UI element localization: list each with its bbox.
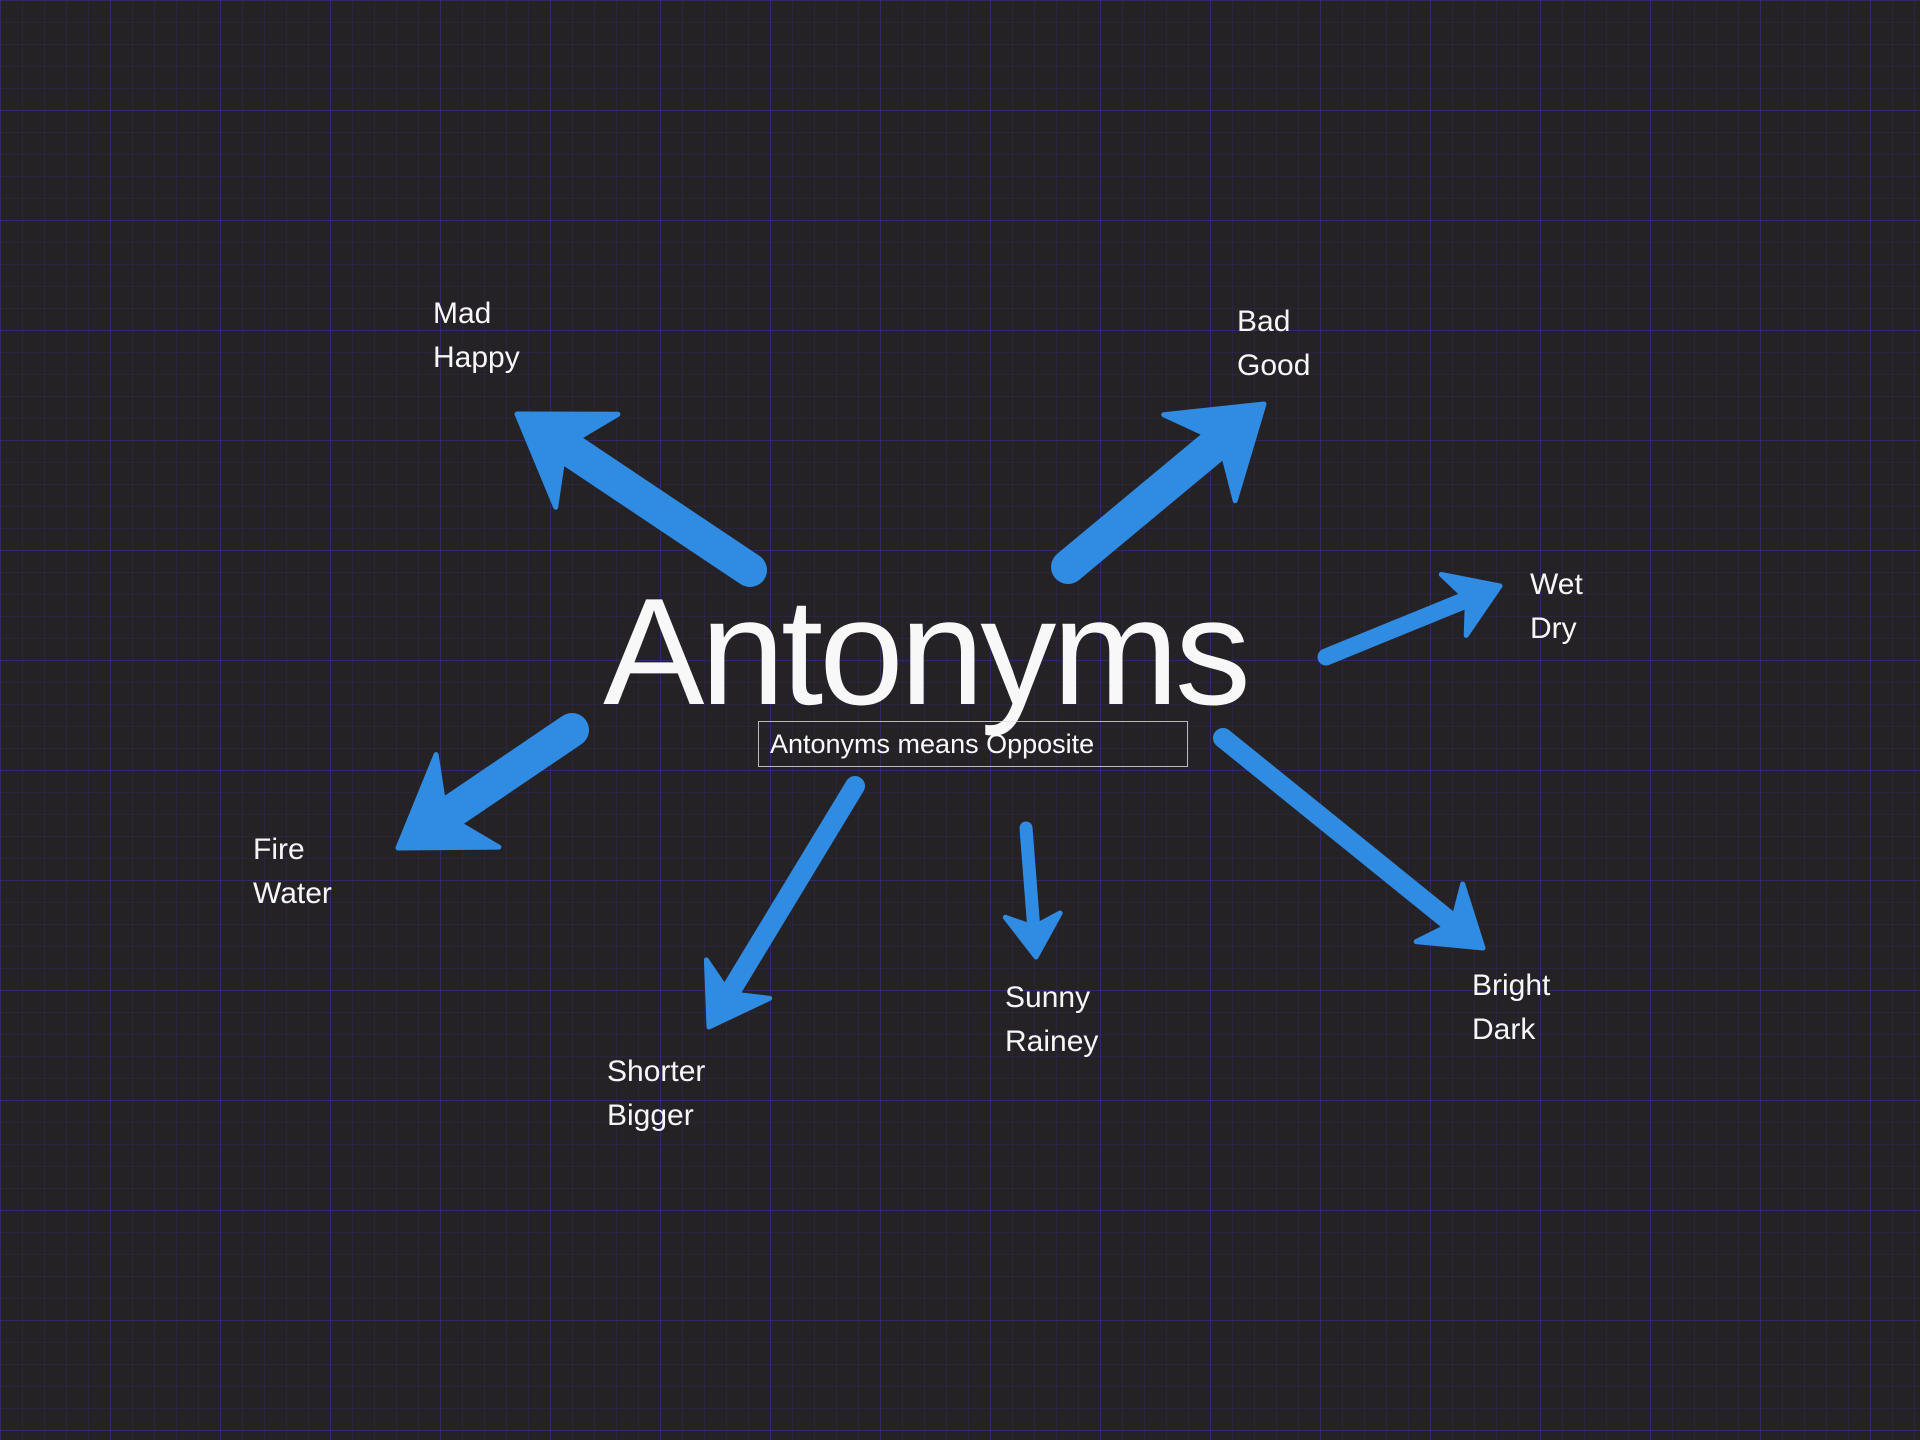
node-label-line: Good: [1237, 349, 1311, 382]
arrow-shaft: [1213, 728, 1459, 931]
node-label-line: Bad: [1237, 305, 1291, 338]
arrow-shaft: [554, 433, 767, 587]
arrow-head-icon: [395, 752, 502, 851]
arrow-shaft: [1019, 821, 1040, 931]
node-label-line: Wet: [1530, 568, 1583, 601]
connector-arrow-to-fire-water[interactable]: [395, 713, 589, 851]
node-label-line: Shorter: [607, 1055, 706, 1088]
arrow-shaft: [435, 713, 589, 829]
arrow-head-icon: [1413, 881, 1486, 951]
note-text: Antonyms means Opposite: [770, 728, 1095, 759]
arrow-shaft: [721, 776, 865, 1000]
central-topic-antonyms[interactable]: Antonyms: [603, 567, 1251, 737]
node-label-line: Fire: [253, 833, 305, 866]
arrow-head-icon: [703, 957, 773, 1030]
node-label-line: Rainey: [1005, 1025, 1099, 1058]
arrow-shaft: [1317, 592, 1473, 666]
node-label-line: Bright: [1472, 969, 1551, 1002]
connector-arrow-to-bad-good[interactable]: [1051, 401, 1267, 584]
connector-arrow-to-shorter-bigger[interactable]: [703, 776, 865, 1030]
note-box[interactable]: Antonyms means Opposite: [758, 721, 1188, 767]
node-label-line: Mad: [433, 297, 492, 330]
connector-arrow-to-sunny-rainey[interactable]: [1002, 821, 1063, 960]
connector-arrow-to-bright-dark[interactable]: [1213, 728, 1486, 951]
connector-arrow-to-mad-happy[interactable]: [514, 411, 767, 587]
arrow-shaft: [1051, 428, 1231, 584]
arrow-head-icon: [1438, 571, 1503, 638]
arrow-head-icon: [1161, 401, 1267, 504]
node-label-line: Sunny: [1005, 981, 1091, 1014]
node-label-line: Happy: [433, 341, 520, 374]
connector-arrow-to-wet-dry[interactable]: [1317, 571, 1503, 666]
node-label-line: Dry: [1530, 612, 1577, 645]
node-label-line: Bigger: [607, 1099, 694, 1132]
node-label-line: Water: [253, 877, 332, 910]
arrow-head-icon: [1002, 910, 1063, 960]
node-label-line: Dark: [1472, 1013, 1536, 1046]
arrow-head-icon: [514, 411, 621, 510]
